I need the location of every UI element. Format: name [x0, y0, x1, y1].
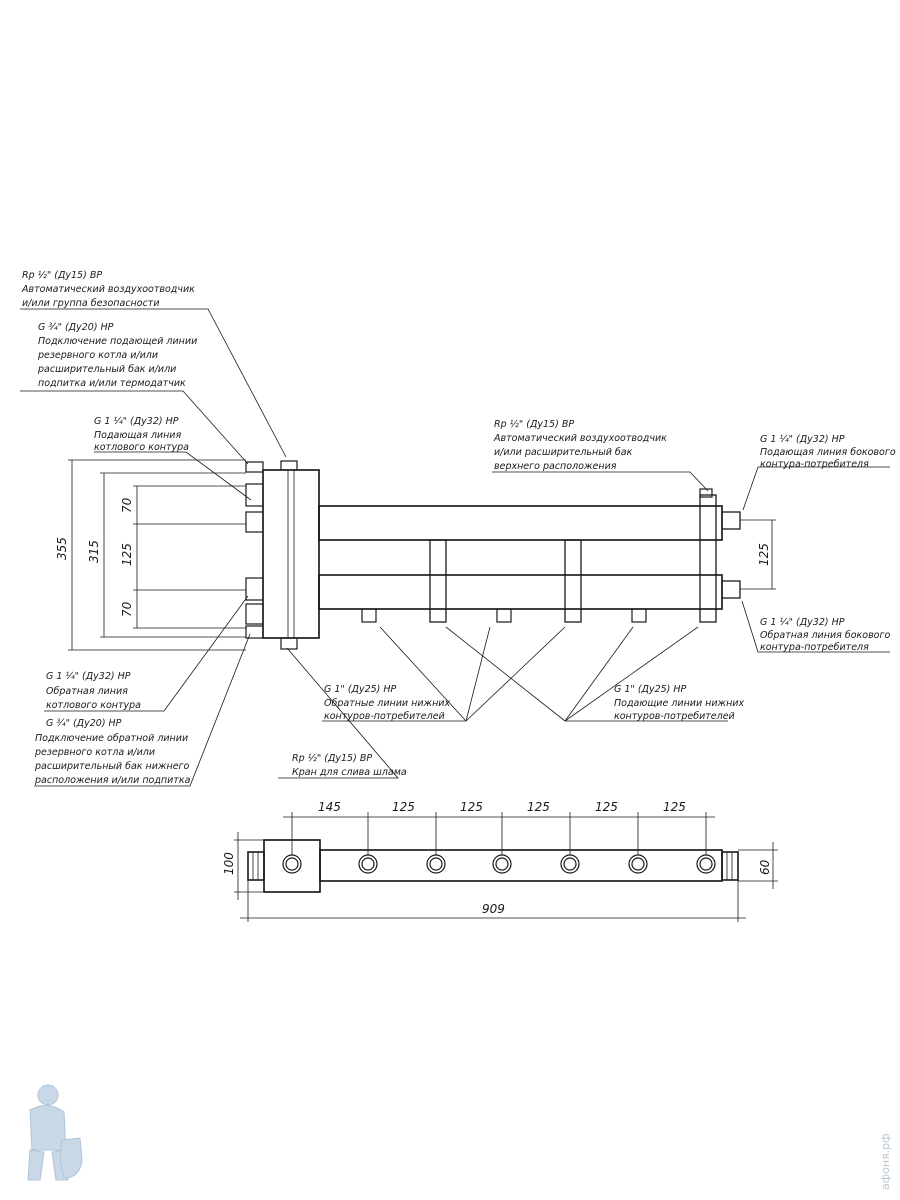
- reserve-return-nozzle: [245, 625, 264, 639]
- callout-line: верхнего расположения: [494, 461, 617, 472]
- dim-315: 315: [87, 540, 101, 563]
- callout-line: котлового контура: [94, 442, 189, 453]
- callout-side-return: G 1 ¼" (Ду32) НР Обратная линия бокового…: [760, 617, 890, 653]
- dim-70-top: 70: [120, 497, 134, 513]
- dim-70-bottom: 70: [120, 601, 134, 617]
- callout-line: G 1 ¼" (Ду32) НР: [94, 416, 179, 427]
- front-view: 355 315 70 125 70 125: [20, 308, 890, 787]
- callout-line: расширительный бак нижнего: [34, 761, 190, 772]
- callout-line: G ¾" (Ду20) НР: [38, 322, 114, 333]
- callout-boiler-return: G 1 ¼" (Ду32) НР Обратная линия котловог…: [46, 671, 141, 711]
- dim-355: 355: [55, 537, 69, 560]
- callout-line: котлового контура: [46, 700, 141, 711]
- callout-line: и/или расширительный бак: [494, 447, 633, 458]
- separator-body: [262, 469, 320, 639]
- dim-60: 60: [758, 859, 772, 875]
- callout-line: контура-потребителя: [760, 459, 869, 470]
- callout-line: Обратная линия бокового: [760, 630, 890, 641]
- callout-reserve-boiler-return: G ¾" (Ду20) НР Подключение обратной лини…: [34, 718, 191, 786]
- callout-line: контуров-потребителей: [324, 711, 445, 722]
- callout-line: Автоматический воздухоотводчик: [21, 284, 195, 295]
- dim-125-d: 125: [595, 800, 618, 814]
- boiler-return-nozzle-2: [245, 603, 264, 625]
- callout-line: Rp ½" (Ду15) ВР: [494, 419, 574, 430]
- dim-125-side: 125: [757, 543, 771, 566]
- watermark-text: афоня.рф: [879, 1133, 892, 1190]
- upper-air-vent-fitting: [699, 488, 713, 498]
- plan-outlets: [282, 854, 716, 874]
- callout-line: Обратная линия: [46, 686, 128, 697]
- callout-line: подпитка и/или термодатчик: [38, 378, 186, 389]
- callout-line: Автоматический воздухоотводчик: [493, 433, 667, 444]
- callout-drain-valve: Rp ½" (Ду15) ВР Кран для слива шлама: [292, 753, 407, 778]
- callout-top-air-vent: Rp ½" (Ду15) ВР Автоматический воздухоот…: [21, 270, 195, 309]
- plan-collector: [319, 849, 723, 882]
- callout-line: Подающая линия: [94, 430, 181, 441]
- leader-lines: [20, 308, 890, 787]
- dim-100: 100: [222, 852, 236, 875]
- callout-line: расширительный бак и/или: [37, 364, 176, 375]
- callout-side-supply: G 1 ¼" (Ду32) НР Подающая линия бокового…: [760, 434, 896, 470]
- callout-line: контура-потребителя: [760, 642, 869, 653]
- callout-line: G 1" (Ду25) НР: [324, 684, 397, 695]
- callout-reserve-boiler-supply: G ¾" (Ду20) НР Подключение подающей лини…: [37, 322, 197, 389]
- side-supply-nozzle: [721, 511, 741, 530]
- callout-line: Подключение подающей линии: [38, 336, 197, 347]
- dim-125-c: 125: [527, 800, 550, 814]
- dim-125-e: 125: [663, 800, 686, 814]
- callout-line: G 1" (Ду25) НР: [614, 684, 687, 695]
- boiler-supply-nozzle: [245, 483, 264, 507]
- boiler-return-nozzle: [245, 577, 264, 601]
- callout-line: резервного котла и/или: [37, 350, 158, 361]
- callout-line: и/или группа безопасности: [22, 298, 160, 309]
- plan-view: 145 125 125 125 125 125 909 100 60: [222, 800, 778, 922]
- callout-line: контуров-потребителей: [614, 711, 735, 722]
- top-air-vent-fitting: [280, 460, 298, 471]
- callout-line: Rp ½" (Ду15) ВР: [292, 753, 372, 764]
- callout-lower-return: G 1" (Ду25) НР Обратные линии нижних кон…: [324, 684, 450, 722]
- plan-dimensions: 145 125 125 125 125 125 909 100 60: [222, 800, 778, 922]
- callout-line: резервного котла и/или: [34, 747, 155, 758]
- dim-125-mid: 125: [120, 543, 134, 566]
- front-dimensions: 355 315 70 125 70 125: [55, 459, 776, 651]
- dim-125-a: 125: [392, 800, 415, 814]
- dim-125-b: 125: [460, 800, 483, 814]
- callout-line: Подающие линии нижних: [614, 698, 744, 709]
- callout-line: G 1 ¼" (Ду32) НР: [760, 617, 845, 628]
- callout-boiler-supply: G 1 ¼" (Ду32) НР Подающая линия котловог…: [94, 416, 189, 453]
- plan-left-end: [247, 851, 265, 881]
- callout-line: Rp ½" (Ду15) ВР: [22, 270, 102, 281]
- drain-valve-fitting: [280, 637, 298, 650]
- return-collector: [318, 574, 723, 610]
- boiler-supply-nozzle-2: [245, 511, 264, 533]
- dim-909: 909: [482, 902, 505, 916]
- callout-line: Обратные линии нижних: [324, 698, 450, 709]
- callout-upper-air-vent: Rp ½" (Ду15) ВР Автоматический воздухоот…: [493, 419, 667, 472]
- side-return-nozzle: [721, 580, 741, 599]
- callout-line: Подключение обратной линии: [35, 733, 188, 744]
- callout-line: Подающая линия бокового: [760, 447, 896, 458]
- callout-line: расположения и/или подпитка: [34, 775, 191, 786]
- dim-145: 145: [318, 800, 341, 814]
- callout-line: G ¾" (Ду20) НР: [46, 718, 122, 729]
- callout-line: Кран для слива шлама: [292, 767, 407, 778]
- mascot-logo: [27, 1084, 83, 1181]
- plan-right-end: [721, 851, 739, 881]
- callout-line: G 1 ¼" (Ду32) НР: [46, 671, 131, 682]
- reserve-supply-nozzle: [245, 461, 264, 473]
- supply-collector: [318, 505, 723, 541]
- callout-lower-supply: G 1" (Ду25) НР Подающие линии нижних кон…: [614, 684, 744, 722]
- callout-line: G 1 ¼" (Ду32) НР: [760, 434, 845, 445]
